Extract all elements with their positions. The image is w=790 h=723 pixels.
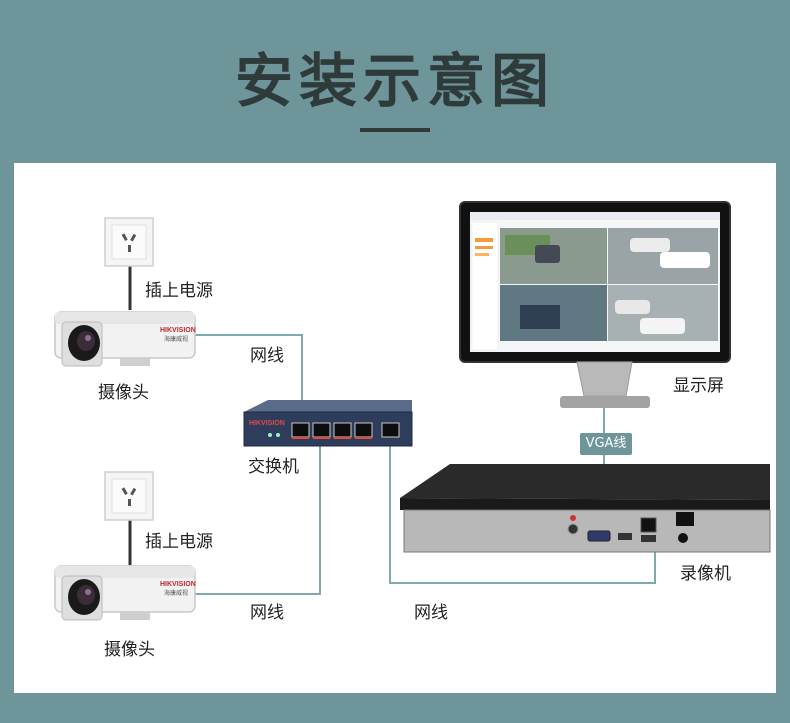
power-outlet-top-icon [104, 217, 154, 267]
label-vga-cable: VGA线 [580, 433, 632, 455]
switch-ports [291, 422, 400, 438]
camera-bottom-icon: HIKVISION 海康威视 [54, 565, 196, 621]
camera-top-icon: HIKVISION 海康威视 [54, 311, 196, 367]
camera-bottom-brand: HIKVISION [160, 581, 196, 588]
switch-brand: HIKVISION [249, 420, 285, 427]
monitor-video-grid [500, 228, 718, 341]
label-cable-bottom: 网线 [250, 603, 284, 623]
network-switch-icon: HIKVISION [243, 400, 413, 447]
cable-camera-top-to-switch [190, 334, 303, 418]
camera-bottom-brand-cn: 海康威视 [164, 589, 188, 597]
nvr-recorder-icon [400, 464, 771, 553]
power-outlet-bottom-icon [104, 471, 154, 521]
label-cable-top: 网线 [250, 346, 284, 366]
camera-top-brand-cn: 海康威视 [164, 335, 188, 343]
title-underline [360, 128, 430, 132]
label-outlet-bottom: 插上电源 [145, 532, 213, 552]
label-camera-bottom: 摄像头 [104, 640, 155, 660]
monitor-icon [459, 201, 731, 408]
label-outlet-top: 插上电源 [145, 281, 213, 301]
label-nvr: 录像机 [680, 564, 731, 584]
cable-camera-bottom-to-switch [190, 445, 321, 595]
label-monitor: 显示屏 [673, 376, 724, 396]
page-title: 安装示意图 [234, 47, 555, 115]
label-camera-top: 摄像头 [98, 383, 149, 403]
camera-top-brand: HIKVISION [160, 327, 196, 334]
cable-switch-to-nvr [389, 440, 656, 584]
label-switch: 交换机 [248, 457, 299, 477]
label-cable-nvr: 网线 [414, 603, 448, 623]
